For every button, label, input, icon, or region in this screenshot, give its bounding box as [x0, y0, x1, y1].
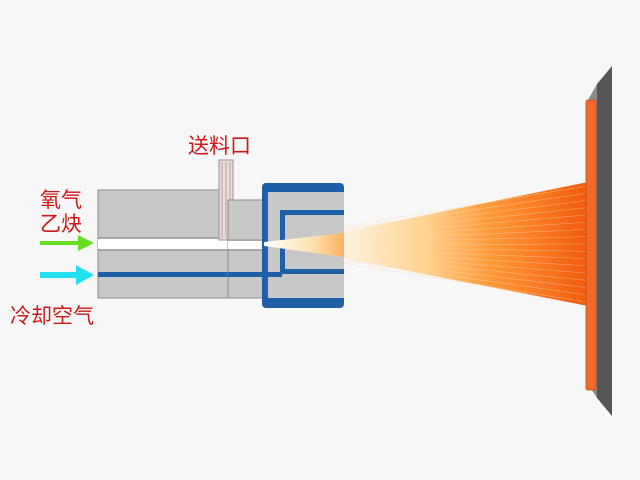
feed-port-label: 送料口 [188, 134, 251, 158]
spray-streak [299, 236, 587, 244]
spray-streak [299, 243, 587, 246]
gun-connector [227, 199, 265, 299]
acetylene-label: 乙炔 [40, 212, 82, 236]
spray-streak [299, 246, 587, 252]
spray-streak [299, 255, 587, 303]
spray-streak [299, 252, 587, 288]
nozzle-cap [262, 183, 344, 308]
spray-streak [299, 221, 587, 242]
spray-streak [299, 254, 587, 296]
spray-streak [299, 214, 587, 240]
coating-layer [585, 99, 597, 391]
spray-streak [299, 251, 587, 281]
spray-jet [220, 182, 588, 306]
arrow-right-icon [40, 265, 94, 285]
spray-streak [299, 200, 587, 238]
arrow-right-icon [40, 235, 94, 251]
spray-streak [299, 247, 587, 259]
oxygen-label: 氧气 [40, 188, 82, 212]
spray-streak [299, 229, 587, 243]
cooling-air-label: 冷却空气 [10, 304, 94, 328]
spray-streak [299, 248, 587, 267]
spray-streak [299, 192, 587, 236]
spray-streak [299, 250, 587, 274]
gun-body [97, 189, 229, 299]
spray-streak [299, 207, 587, 239]
spray-streak [299, 185, 587, 235]
